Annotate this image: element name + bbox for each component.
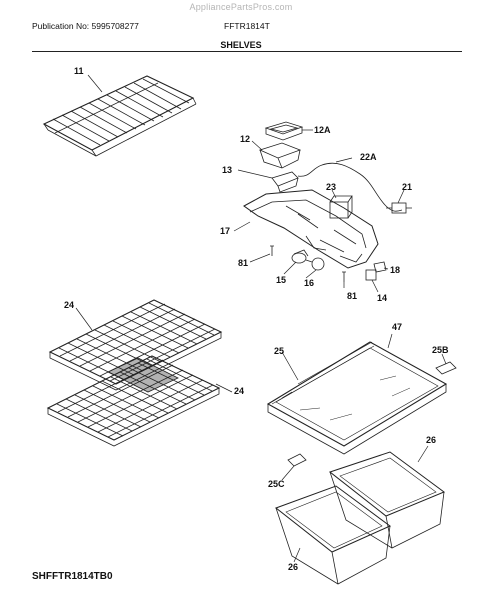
model-number: FFTR1814T <box>224 21 270 31</box>
part-12-cover <box>258 142 302 169</box>
glass-shelf-47 <box>266 341 448 455</box>
callout-15: 15 <box>276 275 287 285</box>
callout-14: 14 <box>377 293 388 303</box>
callout-25b: 25B <box>432 345 449 355</box>
control-housing-17 <box>243 189 379 269</box>
crisper-drawer-26-front <box>274 485 391 585</box>
callout-81-upper: 81 <box>238 258 249 268</box>
wire-shelf-24-lower <box>46 355 221 447</box>
callout-12: 12 <box>240 134 251 144</box>
part-13-bracket <box>271 171 299 193</box>
wire-shelf-24-upper <box>48 299 223 391</box>
callout-24-upper: 24 <box>64 300 75 310</box>
part-12a-insert <box>264 121 304 141</box>
shelf-frame-25 <box>271 341 375 405</box>
callout-47: 47 <box>392 322 403 332</box>
section-title: SHELVES <box>220 40 262 50</box>
wire-shelf-11 <box>42 75 197 157</box>
diagram-code: SHFFTR1814TB0 <box>32 571 113 582</box>
callout-81-lower: 81 <box>347 291 358 301</box>
callout-26-upper: 26 <box>426 435 437 445</box>
wire-harness-22a <box>297 162 403 212</box>
screw-81-lower <box>342 271 346 282</box>
crisper-drawer-26-back <box>328 451 446 549</box>
part-16-light-bulb <box>305 257 325 271</box>
leader-lines <box>75 74 447 563</box>
callout-18: 18 <box>390 265 401 275</box>
callout-17: 17 <box>220 226 231 236</box>
part-18-clip <box>373 261 387 273</box>
screw-81-upper <box>270 245 274 256</box>
callout-22a: 22A <box>360 152 377 162</box>
callout-25c: 25C <box>268 479 285 489</box>
callout-16: 16 <box>304 278 315 288</box>
callout-25: 25 <box>274 346 285 356</box>
part-15-lamp-socket <box>291 249 309 264</box>
part-25c-end-cap <box>287 453 307 467</box>
callout-26-lower: 26 <box>288 562 299 572</box>
watermark: AppliancePartsPros.com <box>189 2 293 12</box>
publication-number: Publication No: 5995708277 <box>32 21 139 31</box>
callout-24-lower: 24 <box>234 386 245 396</box>
part-14-connector <box>365 269 377 281</box>
callout-21: 21 <box>402 182 413 192</box>
part-21-switch <box>386 202 412 214</box>
header-divider <box>32 51 462 52</box>
callout-13: 13 <box>222 165 233 175</box>
callout-12a: 12A <box>314 125 331 135</box>
callout-23: 23 <box>326 182 337 192</box>
callout-11: 11 <box>74 66 84 76</box>
part-25b-end-cap <box>435 361 457 375</box>
